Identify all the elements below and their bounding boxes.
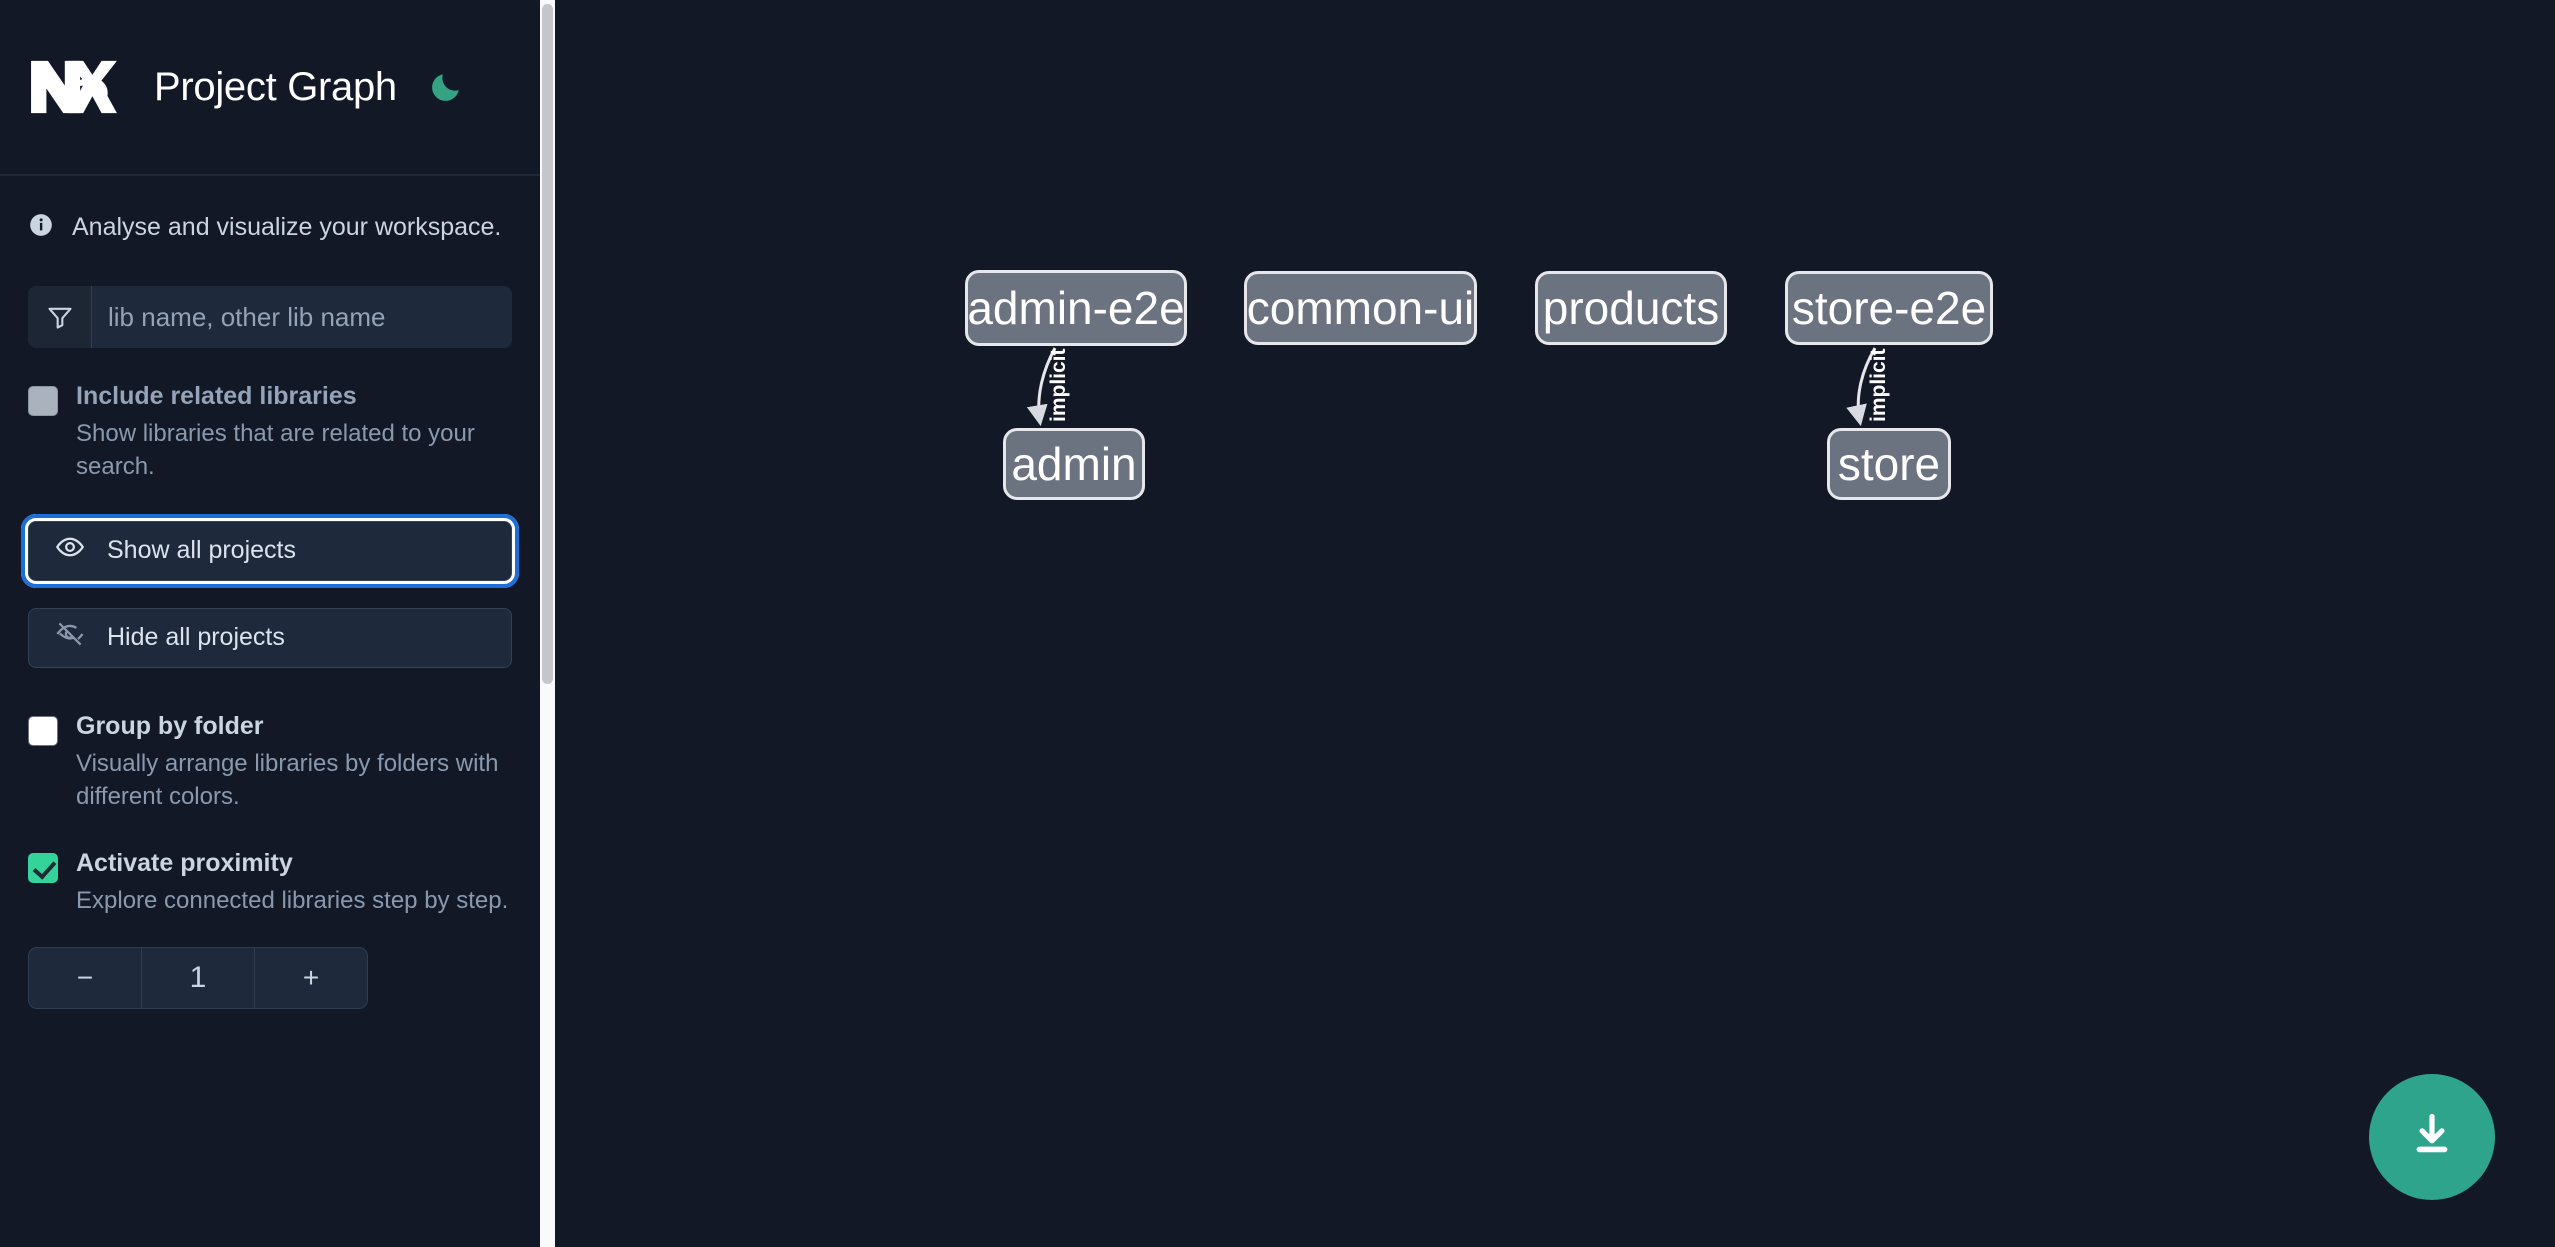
- include-related-libraries-label: Include related libraries: [76, 382, 357, 410]
- show-all-projects-button[interactable]: Show all projects: [21, 513, 519, 588]
- hide-all-projects-label: Hide all projects: [107, 623, 285, 652]
- edge-label-store-e2e-store: implicit: [1867, 348, 1890, 422]
- moon-icon[interactable]: [427, 68, 465, 106]
- filter-icon: [28, 286, 92, 348]
- hide-all-projects-wrap: Hide all projects: [0, 607, 540, 668]
- project-graph-canvas[interactable]: implicit implicit admin-e2e common-ui pr…: [555, 0, 2555, 1247]
- option-activate-proximity: Activate proximity Explore connected lib…: [0, 849, 540, 917]
- include-related-libraries-description: Show libraries that are related to your …: [76, 419, 475, 480]
- eye-icon: [55, 532, 85, 569]
- download-icon: [2406, 1110, 2458, 1165]
- sidebar-scrollbar-thumb[interactable]: [542, 4, 553, 684]
- graph-node-products[interactable]: products: [1535, 271, 1727, 345]
- proximity-value: 1: [142, 947, 255, 1008]
- download-image-button[interactable]: [2369, 1074, 2495, 1200]
- edge-label-admin-e2e-admin: implicit: [1047, 348, 1070, 422]
- group-by-folder-label: Group by folder: [76, 711, 264, 740]
- nx-logo: [28, 56, 120, 118]
- sidebar-scrollbar[interactable]: [540, 0, 555, 1247]
- group-by-folder-checkbox[interactable]: [28, 715, 58, 746]
- group-by-folder-description: Visually arrange libraries by folders wi…: [76, 749, 499, 810]
- graph-node-admin-e2e[interactable]: admin-e2e: [965, 270, 1187, 346]
- hide-all-projects-button[interactable]: Hide all projects: [28, 607, 512, 668]
- activate-proximity-description: Explore connected libraries step by step…: [76, 886, 509, 914]
- search-input[interactable]: [92, 286, 512, 348]
- sidebar: Project Graph Analyse and visualize your…: [0, 0, 555, 1247]
- sidebar-header: Project Graph: [0, 0, 540, 176]
- graph-node-common-ui[interactable]: common-ui: [1244, 271, 1477, 345]
- info-icon: [28, 212, 54, 243]
- option-include-related-libraries: Include related libraries Show libraries…: [0, 382, 540, 483]
- show-all-projects-wrap: Show all projects: [0, 513, 540, 588]
- eye-off-icon: [55, 619, 85, 656]
- proximity-increment-button[interactable]: +: [302, 961, 320, 993]
- graph-node-store-e2e[interactable]: store-e2e: [1785, 271, 1993, 345]
- proximity-stepper: − 1 +: [28, 946, 368, 1009]
- filter-row: [0, 286, 540, 348]
- filter-box[interactable]: [28, 286, 512, 348]
- include-related-libraries-checkbox[interactable]: [28, 386, 58, 416]
- graph-edges: [1026, 347, 1877, 427]
- workspace-blurb-text: Analyse and visualize your workspace.: [72, 212, 502, 241]
- show-all-projects-label: Show all projects: [107, 536, 296, 565]
- proximity-stepper-wrap: − 1 +: [0, 946, 540, 1009]
- activate-proximity-checkbox[interactable]: [28, 852, 58, 883]
- workspace-blurb: Analyse and visualize your workspace.: [0, 176, 540, 278]
- graph-node-store[interactable]: store: [1827, 428, 1951, 500]
- activate-proximity-label: Activate proximity: [76, 848, 293, 877]
- page-title: Project Graph: [154, 64, 397, 109]
- graph-node-admin[interactable]: admin: [1003, 428, 1145, 500]
- proximity-decrement-button[interactable]: −: [29, 947, 142, 1008]
- option-group-by-folder: Group by folder Visually arrange librari…: [0, 712, 540, 813]
